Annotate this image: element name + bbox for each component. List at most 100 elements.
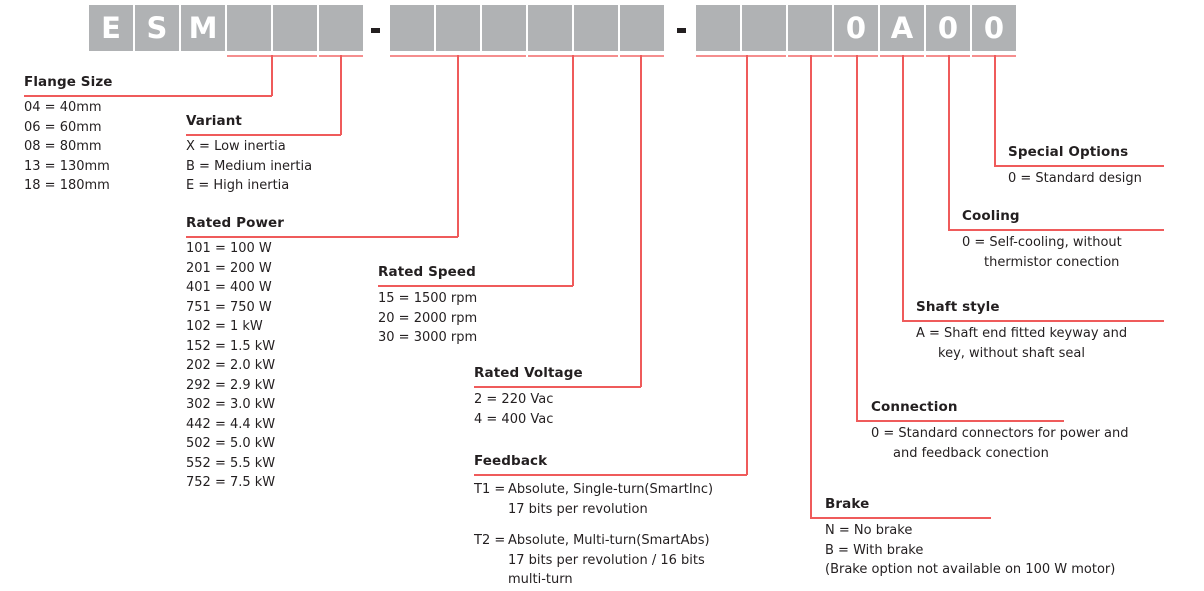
list-item: thermistor conection	[984, 254, 1120, 270]
code-cell-14-feedback	[742, 5, 786, 51]
rated-voltage-rows: 2 = 220 Vac 4 = 400 Vac	[474, 390, 583, 429]
flange-size-rows: 04 = 40mm 06 = 60mm 08 = 80mm 13 = 130mm…	[24, 98, 113, 196]
section-brake: Brake N = No brake B = With brake (Brake…	[825, 496, 1115, 580]
code-cell-3-char: M	[188, 11, 218, 45]
leader-special-options-underline	[994, 165, 1164, 167]
shaft-style-heading: Shaft style	[916, 299, 1000, 315]
connection-heading: Connection	[871, 399, 958, 415]
leader-shaft-style-underline	[902, 320, 1164, 322]
feedback-rows: T1 = Absolute, Single-turn(SmartInc) 17 …	[474, 480, 774, 590]
list-item: 0 = Standard connectors for power and	[871, 426, 1129, 441]
leader-feedback-vertical	[746, 55, 748, 475]
shaft-style-rows: A = Shaft end fitted keyway and key, wit…	[916, 324, 1196, 363]
list-item: E = High inertia	[186, 178, 290, 193]
connection-rows: 0 = Standard connectors for power and an…	[871, 424, 1171, 463]
code-cell-2: S	[135, 5, 179, 51]
leader-flange-size-vertical	[271, 55, 273, 96]
list-item: T2 = Absolute, Multi-turn(SmartAbs) 17 b…	[474, 531, 774, 590]
section-rated-power: Rated Power 101 = 100 W 201 = 200 W 401 …	[186, 215, 284, 493]
list-item: 4 = 400 Vac	[474, 411, 554, 427]
section-flange-size: Flange Size 04 = 40mm 06 = 60mm 08 = 80m…	[24, 74, 113, 196]
code-cell-4-flange	[227, 5, 271, 51]
code-cell-9-power	[482, 5, 526, 51]
code-cell-17-shaft: A	[880, 5, 924, 51]
brake-heading: Brake	[825, 496, 870, 512]
leader-connection-underline	[856, 420, 1064, 422]
code-cell-15-brake	[788, 5, 832, 51]
rated-power-heading: Rated Power	[186, 215, 285, 231]
code-cell-13-feedback	[696, 5, 740, 51]
leader-variant-vertical	[340, 55, 342, 135]
bracket-feedback	[696, 55, 786, 58]
leader-rated-speed-vertical	[572, 55, 574, 286]
code-cell-6-variant	[319, 5, 363, 51]
leader-brake-underline	[810, 517, 991, 519]
list-item: 751 = 750 W	[186, 299, 272, 315]
leader-rated-voltage-vertical	[640, 55, 642, 387]
rated-voltage-heading: Rated Voltage	[474, 365, 583, 381]
feedback-key: T1 =	[474, 482, 506, 497]
list-item: 292 = 2.9 kW	[186, 377, 276, 393]
list-item: 2 = 220 Vac	[474, 392, 554, 407]
brake-rows: N = No brake B = With brake (Brake optio…	[825, 521, 1115, 580]
leader-connection-vertical	[856, 55, 858, 421]
list-item: 752 = 7.5 kW	[186, 475, 276, 490]
list-item: 04 = 40mm	[24, 100, 102, 115]
feedback-key: T2 =	[474, 533, 506, 548]
list-item: 101 = 100 W	[186, 241, 272, 256]
code-cell-16-char: 0	[845, 11, 867, 45]
list-item: 13 = 130mm	[24, 158, 110, 174]
section-special-options: Special Options 0 = Standard design	[1008, 144, 1204, 189]
list-item: T1 = Absolute, Single-turn(SmartInc) 17 …	[474, 480, 774, 519]
list-item: 401 = 400 W	[186, 280, 272, 295]
list-item: and feedback conection	[893, 445, 1049, 461]
code-cell-10-speed	[528, 5, 572, 51]
cooling-heading: Cooling	[962, 208, 1020, 224]
code-cell-17-char: A	[890, 11, 914, 45]
list-item: 08 = 80mm	[24, 139, 102, 154]
section-cooling: Cooling 0 = Self-cooling, without thermi…	[962, 208, 1202, 272]
code-cell-18-cooling: 0	[926, 5, 970, 51]
leader-special-options-vertical	[994, 55, 996, 166]
code-cell-18-char: 0	[937, 11, 959, 45]
list-item: 502 = 5.0 kW	[186, 436, 276, 451]
rated-power-rows: 101 = 100 W 201 = 200 W 401 = 400 W 751 …	[186, 239, 284, 493]
list-item: N = No brake	[825, 523, 913, 538]
section-rated-voltage: Rated Voltage 2 = 220 Vac 4 = 400 Vac	[474, 365, 583, 429]
list-item: 302 = 3.0 kW	[186, 397, 276, 412]
code-cell-19-char: 0	[983, 11, 1005, 45]
code-separator-1	[371, 28, 380, 33]
cooling-rows: 0 = Self-cooling, without thermistor con…	[962, 233, 1202, 272]
variant-heading: Variant	[186, 113, 242, 129]
leader-brake-vertical	[810, 55, 812, 518]
list-item: 18 = 180mm	[24, 178, 110, 193]
rated-speed-heading: Rated Speed	[378, 264, 476, 280]
special-options-rows: 0 = Standard design	[1008, 169, 1204, 189]
rated-speed-rows: 15 = 1500 rpm 20 = 2000 rpm 30 = 3000 rp…	[378, 289, 477, 348]
code-cell-2-char: S	[146, 11, 168, 45]
leader-cooling-vertical	[948, 55, 950, 230]
code-cell-12-voltage	[620, 5, 664, 51]
code-cell-5-flange	[273, 5, 317, 51]
leader-rated-power-vertical	[457, 55, 459, 237]
code-separator-2	[677, 28, 686, 33]
code-cell-19-special: 0	[972, 5, 1016, 51]
list-item: 102 = 1 kW	[186, 319, 263, 334]
leader-shaft-style-vertical	[902, 55, 904, 321]
list-item: 152 = 1.5 kW	[186, 338, 276, 354]
list-item: 552 = 5.5 kW	[186, 455, 276, 471]
list-item: 442 = 4.4 kW	[186, 416, 276, 432]
leader-feedback-underline	[474, 474, 747, 476]
list-item: 0 = Self-cooling, without	[962, 235, 1122, 250]
leader-rated-power-underline	[186, 236, 458, 238]
list-item: 15 = 1500 rpm	[378, 291, 478, 306]
code-cell-3: M	[181, 5, 225, 51]
feedback-heading: Feedback	[474, 453, 548, 469]
code-cell-11-speed	[574, 5, 618, 51]
code-cell-8-power	[436, 5, 480, 51]
leader-rated-speed-underline	[378, 285, 573, 287]
variant-rows: X = Low inertia B = Medium inertia E = H…	[186, 137, 312, 196]
feedback-value: Absolute, Multi-turn(SmartAbs) 17 bits p…	[508, 533, 710, 587]
list-item: A = Shaft end fitted keyway and	[916, 326, 1128, 341]
